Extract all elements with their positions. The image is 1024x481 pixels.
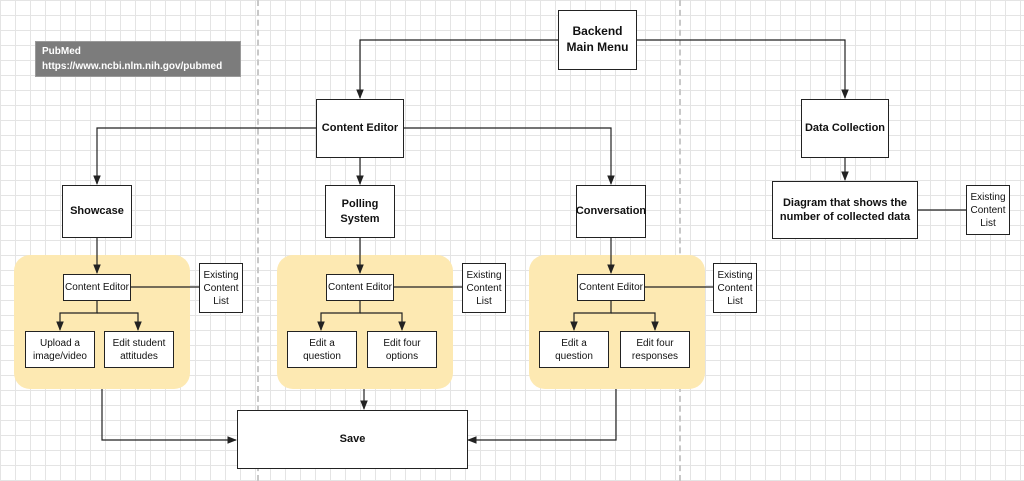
polling-content-editor-node: Content Editor: [326, 274, 394, 301]
edge-showcase-upload: [56, 301, 98, 331]
save-node: Save: [237, 410, 468, 469]
edge-conversation-save: [467, 389, 617, 444]
source-name: PubMed: [42, 46, 81, 57]
edge-conversation-question: [570, 301, 612, 331]
edge-conversation-responses: [611, 312, 659, 331]
lane-divider-left: [257, 0, 259, 481]
polling-system-node: Polling System: [325, 185, 395, 238]
edge-menu-data-collection: [636, 39, 849, 99]
content-editor-node: Content Editor: [316, 99, 404, 158]
polling-edit-question-node: Edit a question: [287, 331, 357, 368]
edge-menu-content-editor: [356, 39, 558, 99]
polling-existing-content-list: Existing Content List: [462, 263, 506, 313]
edge-showcase-attitudes: [97, 312, 142, 331]
edit-four-responses-node: Edit four responses: [620, 331, 690, 368]
edge-editor-showcase: [93, 127, 316, 185]
edge-polling-question: [317, 301, 361, 331]
source-url[interactable]: https://www.ncbi.nlm.nih.gov/pubmed: [42, 60, 223, 72]
edge-polling-options: [360, 312, 406, 331]
showcase-content-editor-node: Content Editor: [63, 274, 131, 301]
lane-divider-right: [679, 0, 681, 481]
edge-showcase-save: [101, 389, 237, 444]
diagram-existing-content-list: Existing Content List: [966, 185, 1010, 235]
upload-image-video-node: Upload a image/video: [25, 331, 95, 368]
data-collection-node: Data Collection: [801, 99, 889, 158]
edit-student-attitudes-node: Edit student attitudes: [104, 331, 174, 368]
conversation-existing-content-list: Existing Content List: [713, 263, 757, 313]
showcase-node: Showcase: [62, 185, 132, 238]
showcase-existing-content-list: Existing Content List: [199, 263, 243, 313]
collected-data-diagram-node: Diagram that shows the number of collect…: [772, 181, 918, 239]
conversation-edit-question-node: Edit a question: [539, 331, 609, 368]
edge-editor-conversation: [404, 127, 615, 185]
edit-four-options-node: Edit four options: [367, 331, 437, 368]
source-badge: PubMed https://www.ncbi.nlm.nih.gov/pubm…: [35, 41, 241, 77]
backend-main-menu-node: Backend Main Menu: [558, 10, 637, 70]
conversation-node: Conversation: [576, 185, 646, 238]
conversation-content-editor-node: Content Editor: [577, 274, 645, 301]
